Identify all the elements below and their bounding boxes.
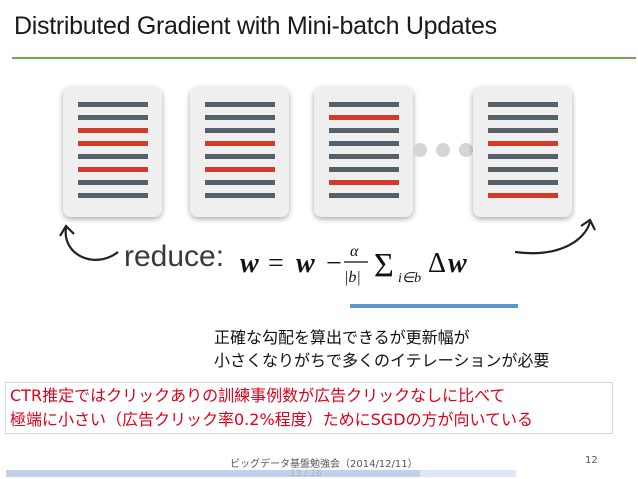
svg-text:|b|: |b| bbox=[344, 269, 361, 286]
data-shard-card-icon bbox=[63, 87, 162, 217]
curved-arrow-icon bbox=[514, 218, 596, 255]
highlight-line: CTR推定ではクリックありの訓練事例数が広告クリックなしに比べて bbox=[10, 386, 506, 405]
ellipsis-dots-icon bbox=[413, 143, 473, 157]
data-shard-card-icon bbox=[190, 87, 289, 217]
note-line: 小さくなりがちで多くのイテレーションが必要 bbox=[214, 351, 550, 370]
svg-text:w: w bbox=[448, 248, 467, 279]
data-shard-card-icon bbox=[314, 87, 413, 217]
slide-title: Distributed Gradient with Mini-batch Upd… bbox=[14, 12, 497, 40]
note-text: 正確な勾配を算出できるが更新幅が 小さくなりがちで多くのイテレーションが必要 bbox=[214, 326, 549, 372]
svg-text:w: w bbox=[240, 248, 259, 279]
highlight-line: 極端に小さい（広告クリック率0.2%程度）ためにSGDの方が向いている bbox=[10, 410, 534, 429]
highlight-box bbox=[5, 382, 613, 434]
curved-arrow-icon bbox=[59, 224, 119, 261]
update-formula: w = w − α |b| Σ i∈b Δ w bbox=[240, 238, 520, 302]
title-divider bbox=[12, 57, 636, 59]
slide-progress-fill bbox=[6, 470, 420, 477]
formula-reduce-label: reduce: bbox=[124, 240, 225, 273]
svg-text:Δ: Δ bbox=[428, 248, 446, 279]
slide-footer: ビッグデータ基盤勉強会（2014/12/11） bbox=[230, 459, 418, 470]
emphasis-underline bbox=[350, 304, 518, 308]
svg-text:=: = bbox=[268, 248, 284, 279]
svg-text:w: w bbox=[296, 248, 315, 279]
svg-text:Σ: Σ bbox=[374, 247, 394, 284]
note-line: 正確な勾配を算出できるが更新幅が bbox=[214, 328, 470, 347]
svg-text:−: − bbox=[326, 248, 342, 279]
svg-text:i∈b: i∈b bbox=[398, 271, 421, 286]
svg-text:α: α bbox=[350, 243, 359, 260]
data-shard-card-icon bbox=[473, 87, 572, 217]
slide-page-number: 12 bbox=[585, 455, 598, 466]
update-formula-svg: w = w − α |b| Σ i∈b Δ w bbox=[240, 243, 467, 286]
slide-page-counter: 13 / 16 bbox=[290, 469, 322, 479]
highlight-text: CTR推定ではクリックありの訓練事例数が広告クリックなしに比べて 極端に小さい（… bbox=[10, 384, 533, 432]
